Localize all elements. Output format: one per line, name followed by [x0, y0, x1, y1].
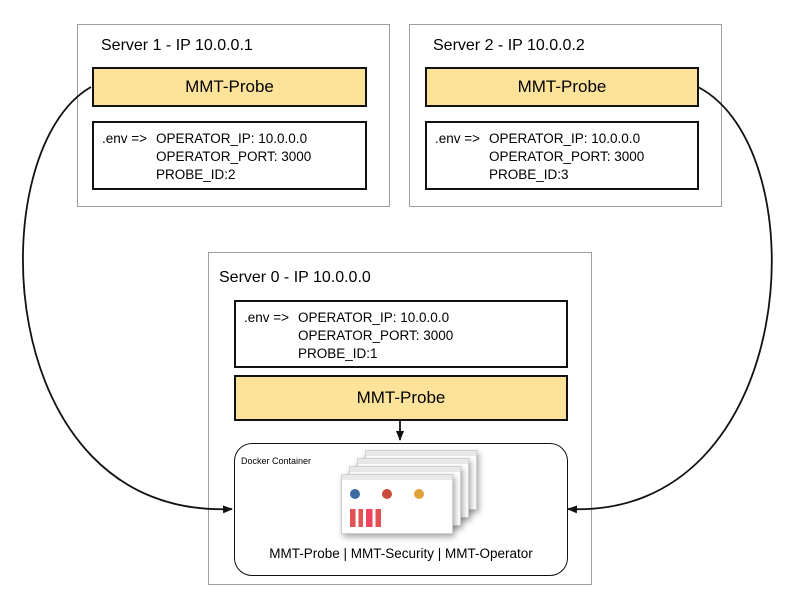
env-probe-id: PROBE_ID:1: [298, 346, 378, 361]
server-2-box: Server 2 - IP 10.0.0.2 MMT-Probe .env =>…: [409, 24, 722, 207]
server-0-mmt-probe: MMT-Probe: [234, 375, 568, 421]
server-0-env-box: .env => OPERATOR_IP: 10.0.0.0 OPERATOR_P…: [234, 300, 568, 368]
env-operator-ip: OPERATOR_IP: 10.0.0.0: [489, 131, 641, 146]
env-operator-port: OPERATOR_PORT: 3000: [156, 149, 312, 164]
server-2-env-box: .env => OPERATOR_IP: 10.0.0.0 OPERATOR_P…: [425, 121, 699, 190]
server-1-mmt-probe: MMT-Probe: [92, 67, 367, 107]
docker-container-label: Docker Container: [241, 456, 312, 466]
dashboard-screenshot: [341, 474, 453, 534]
server-1-env-box: .env => OPERATOR_IP: 10.0.0.0 OPERATOR_P…: [92, 121, 367, 190]
env-prefix: .env =>: [435, 131, 481, 146]
server-0-box: Server 0 - IP 10.0.0.0 .env => OPERATOR_…: [208, 252, 592, 585]
env-prefix: .env =>: [244, 310, 290, 325]
arrow-server2-to-docker: [567, 86, 773, 514]
env-operator-port: OPERATOR_PORT: 3000: [489, 149, 645, 164]
server-0-title: Server 0 - IP 10.0.0.0: [219, 269, 371, 286]
server-1-box: Server 1 - IP 10.0.0.1 MMT-Probe .env =>…: [77, 24, 390, 207]
env-probe-id: PROBE_ID:2: [156, 167, 236, 182]
env-probe-id: PROBE_ID:3: [489, 167, 569, 182]
env-operator-ip: OPERATOR_IP: 10.0.0.0: [298, 310, 450, 325]
server-1-title: Server 1 - IP 10.0.0.1: [101, 37, 253, 54]
env-operator-port: OPERATOR_PORT: 3000: [298, 328, 454, 343]
arrow-server1-to-docker: [22, 86, 233, 514]
docker-container-caption: MMT-Probe | MMT-Security | MMT-Operator: [269, 546, 533, 561]
dashboard-screenshots-image: [335, 450, 477, 536]
server-2-mmt-probe: MMT-Probe: [425, 67, 699, 107]
env-operator-ip: OPERATOR_IP: 10.0.0.0: [156, 131, 308, 146]
env-prefix: .env =>: [102, 131, 148, 146]
server-2-title: Server 2 - IP 10.0.0.2: [433, 37, 585, 54]
docker-container: Docker Container MMT-Probe | MMT-Securit…: [234, 443, 568, 576]
